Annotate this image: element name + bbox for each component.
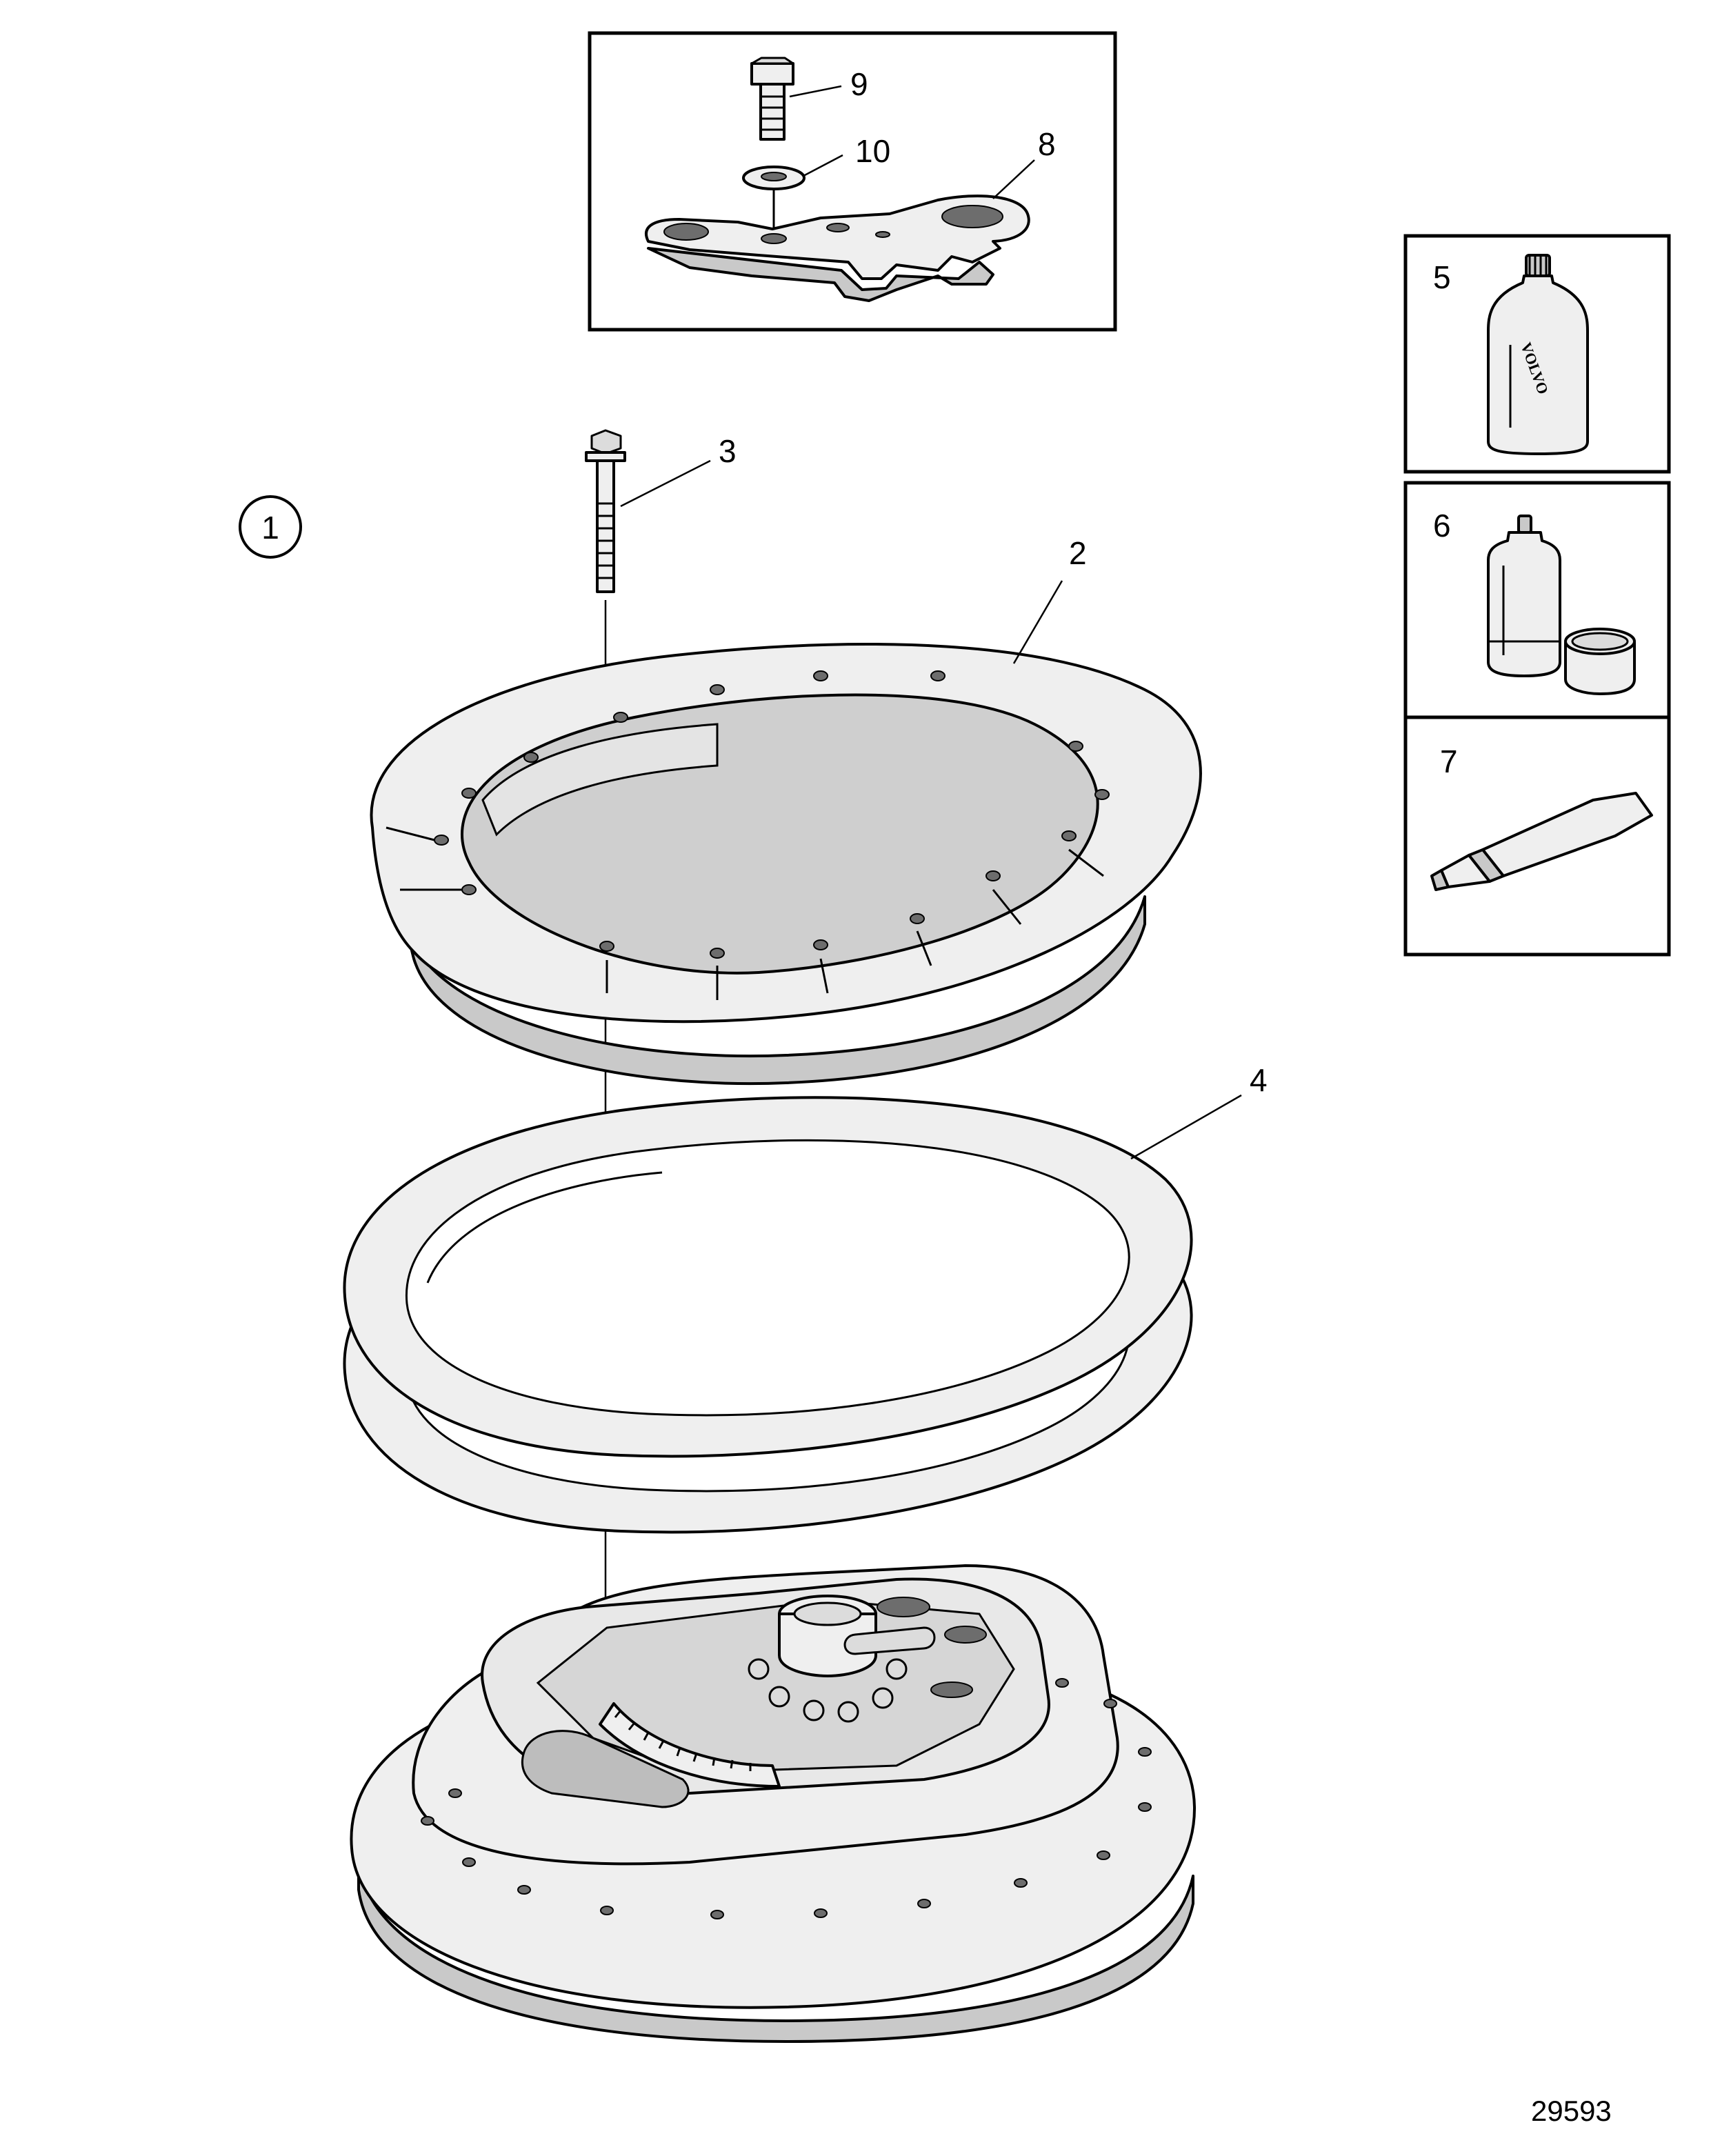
- callout-2: 2: [1069, 535, 1087, 571]
- housing-base: [350, 1564, 1197, 2043]
- bolt-3: [585, 429, 626, 593]
- callout-1: 1: [261, 510, 279, 546]
- sealant-tube-icon: [1430, 792, 1653, 891]
- panel-7-frame: [1403, 715, 1671, 957]
- leader-9: [789, 85, 842, 98]
- callout-5: 5: [1433, 259, 1451, 295]
- spray-can-icon: [1487, 515, 1561, 677]
- callout-10: 10: [855, 133, 890, 169]
- callout-3: 3: [719, 433, 737, 469]
- bolt-9: [750, 57, 794, 141]
- inset-bracket-kit: 9 10 8: [588, 31, 1117, 332]
- callout-7: 7: [1440, 743, 1458, 779]
- leader-8: [992, 159, 1035, 199]
- callout-8: 8: [1038, 126, 1056, 162]
- callout-1-circle: [239, 495, 302, 559]
- base-bolt-holes: [421, 1678, 1152, 1919]
- flange-bolt-holes: [434, 670, 1110, 959]
- leader-4: [1130, 1094, 1242, 1160]
- callout-9: 9: [850, 66, 868, 102]
- bracket-8: [645, 194, 1030, 302]
- callout-6: 6: [1433, 508, 1451, 543]
- leader-10: [803, 154, 843, 177]
- seal-4: [343, 1096, 1193, 1534]
- inset-frame: [588, 31, 1117, 332]
- oil-bottle-icon: VOLVO: [1487, 254, 1589, 455]
- panel-5-frame: [1403, 234, 1671, 474]
- grease-tin-icon: [1564, 628, 1636, 695]
- leader-3: [620, 459, 711, 508]
- washer-10: [742, 166, 806, 190]
- callout-4: 4: [1250, 1062, 1268, 1098]
- leader-2: [1012, 580, 1063, 664]
- document-number: 29593: [1531, 2095, 1612, 2127]
- consumables-panel: 5 VOLVO 6 7: [1403, 234, 1671, 957]
- callout-1-group: 1: [239, 495, 302, 559]
- flange-ring-2: [370, 643, 1202, 1086]
